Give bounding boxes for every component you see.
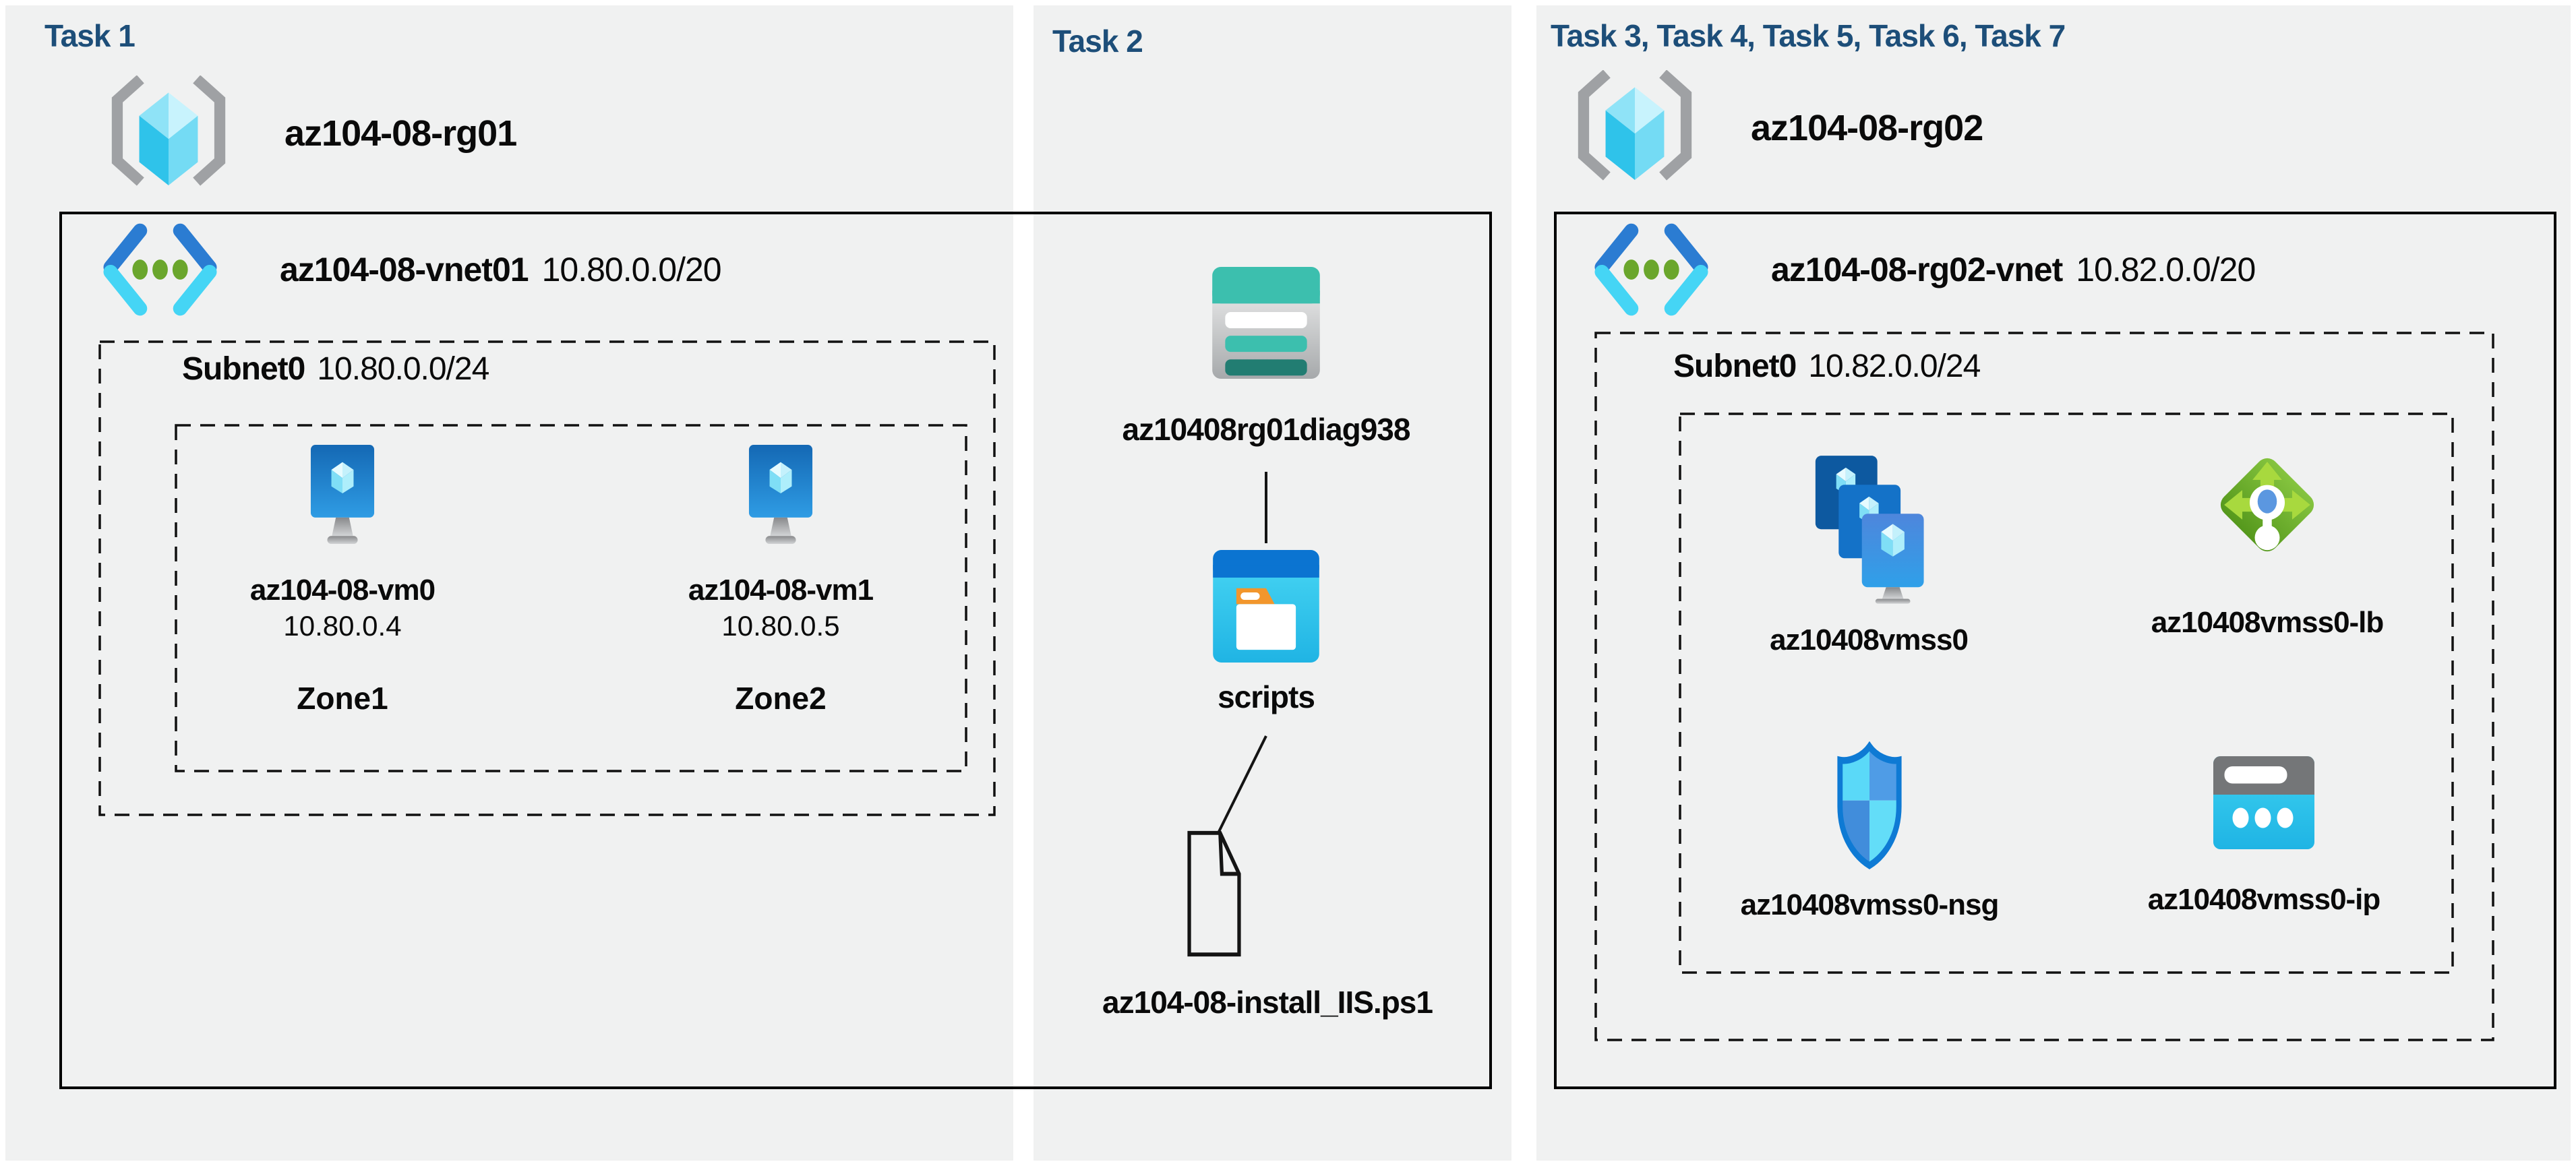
virtual-network-icon: [1592, 222, 1710, 317]
vmss-node: az10408vmss0: [1714, 453, 2024, 657]
public-ip-icon: [2213, 756, 2314, 849]
virtual-network-icon: [101, 222, 219, 317]
vm-zone-group-box: [175, 424, 967, 772]
vmss-name: az10408vmss0: [1770, 623, 1969, 656]
resource-group-rg01: az104-08-rg01: [101, 75, 517, 191]
resource-group-name: az104-08-rg01: [284, 113, 517, 154]
vm1-node: az104-08-vm1 10.80.0.5 Zone2: [639, 443, 922, 716]
public-ip-name: az10408vmss0-ip: [2147, 883, 2381, 916]
vm-name: az104-08-vm1: [688, 574, 874, 607]
task3-title: Task 3, Task 4, Task 5, Task 6, Task 7: [1551, 18, 2066, 53]
vm-zone: Zone1: [297, 681, 388, 716]
vm-name: az104-08-vm0: [249, 574, 436, 607]
task2-title: Task 2: [1052, 24, 1143, 59]
vnet1-box: [59, 212, 1492, 1089]
vnet-cidr: 10.82.0.0/20: [2076, 251, 2256, 288]
vm-ip: 10.80.0.5: [721, 610, 840, 642]
nsg-name: az10408vmss0-nsg: [1740, 888, 2000, 921]
virtual-machine-icon: [309, 443, 376, 549]
vnet-name: az104-08-vnet01: [280, 251, 529, 288]
resource-group-rg02: az104-08-rg02: [1567, 69, 1983, 186]
subnet0-box-rg02: [1594, 332, 2494, 1041]
storage-account-name: az10408rg01diag938: [1122, 412, 1411, 447]
vnet2-box: [1554, 212, 2556, 1089]
load-balancer-name: az10408vmss0-lb: [2151, 606, 2385, 639]
vnet-cidr: 10.80.0.0/20: [541, 251, 722, 288]
subnet0-box-rg01: [98, 340, 996, 816]
script-file-name: az104-08-install_IIS.ps1: [1102, 985, 1433, 1020]
public-ip-node: az10408vmss0-ip: [2109, 756, 2419, 917]
vnet1-row: az104-08-vnet01 10.80.0.0/20: [101, 222, 722, 317]
storage-account-node: az10408rg01diag938: [1118, 267, 1414, 448]
resource-group-icon: [1567, 69, 1702, 186]
resource-group-name: az104-08-rg02: [1751, 108, 1983, 148]
blob-container-icon: [1213, 550, 1319, 663]
script-file-icon: [1185, 828, 1244, 960]
vnet2-row: az104-08-rg02-vnet 10.82.0.0/20: [1592, 222, 2256, 317]
nsg-node: az10408vmss0-nsg: [1714, 741, 2025, 922]
task1-title: Task 1: [44, 18, 136, 53]
vm-scale-set-icon: [1814, 453, 1925, 605]
task1-panel: [5, 5, 1013, 1161]
storage-account-icon: [1212, 267, 1320, 379]
container-name: scripts: [1218, 679, 1315, 714]
virtual-machine-icon: [748, 443, 814, 549]
resource-group-icon: [101, 75, 236, 191]
load-balancer-icon: [2211, 448, 2324, 561]
vm0-node: az104-08-vm0 10.80.0.4 Zone1: [201, 443, 484, 716]
network-security-group-icon: [1832, 741, 1907, 869]
task3-panel: [1536, 5, 2571, 1161]
blob-container-node: scripts: [1118, 550, 1414, 715]
vnet-name: az104-08-rg02-vnet: [1771, 251, 2063, 288]
vmss-resources-box: [1679, 412, 2454, 974]
vm-zone: Zone2: [735, 681, 827, 716]
vm-ip: 10.80.0.4: [283, 610, 402, 642]
load-balancer-node: az10408vmss0-lb: [2112, 448, 2422, 640]
